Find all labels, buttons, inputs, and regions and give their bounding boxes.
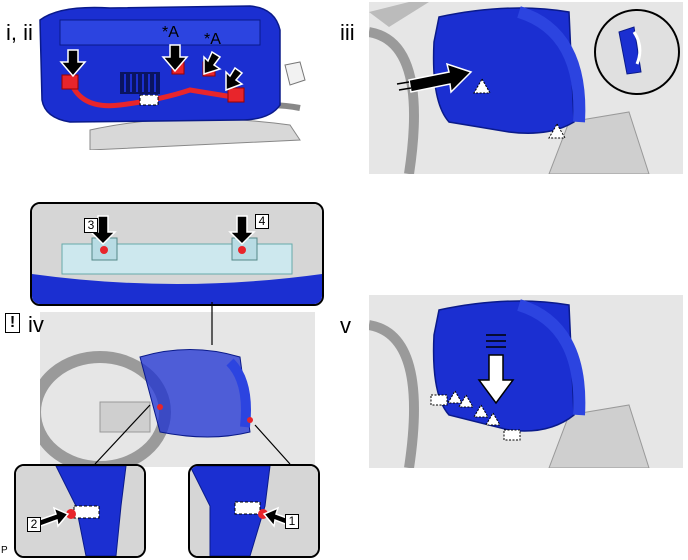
step-label-iv: iv	[28, 312, 44, 337]
claw-icon	[430, 390, 521, 441]
footer-code: P	[1, 545, 8, 556]
panel-step-iii	[369, 2, 683, 174]
screw-2-detail-illustration	[16, 466, 144, 556]
panel-step-i-ii	[0, 0, 310, 150]
inset-screws-3-4	[30, 202, 324, 306]
cluster-install-illustration	[40, 312, 315, 467]
screw-detail-illustration	[32, 204, 322, 304]
step-label-iii: iii	[340, 20, 355, 45]
screw-number-4: 4	[255, 214, 269, 229]
cluster-removal-illustration	[369, 2, 683, 174]
arrow-icon	[396, 62, 473, 94]
panel-step-v	[369, 295, 683, 468]
inset-screw-1	[188, 464, 320, 558]
caution-icon: !	[5, 313, 20, 333]
step-label-v: v	[340, 313, 351, 338]
cluster-connector-illustration	[39, 5, 306, 150]
arrow-icon	[35, 506, 70, 528]
arrow-icon	[89, 215, 256, 246]
claw-icon	[473, 77, 566, 139]
screw-1-detail-illustration	[190, 466, 318, 556]
screw-number-2: 2	[27, 517, 41, 532]
step-label-i-ii: i, ii	[6, 20, 33, 45]
callout-a-left: *A	[162, 24, 179, 41]
panel-step-iv	[40, 312, 315, 467]
screw-number-1: 1	[285, 514, 299, 529]
arrow-icon	[477, 334, 515, 405]
inset-screw-2	[14, 464, 146, 558]
cluster-lower-illustration	[369, 295, 683, 468]
arrow-icon	[59, 44, 244, 92]
screw-number-3: 3	[84, 218, 98, 233]
callout-a-right: *A	[204, 31, 221, 48]
